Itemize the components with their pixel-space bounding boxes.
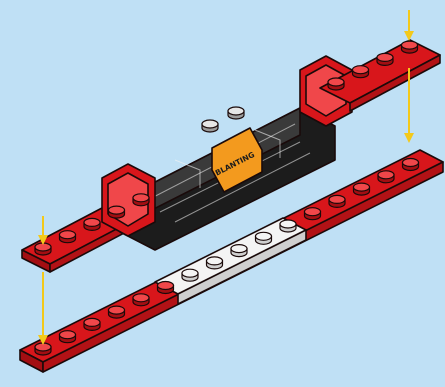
lower-stud — [378, 171, 394, 183]
lower-stud — [354, 183, 370, 195]
lower-stud — [403, 159, 419, 171]
grey-stud — [228, 107, 244, 119]
lower-stud — [256, 232, 272, 244]
grey-stud — [202, 120, 218, 132]
upper-left-stud — [60, 231, 76, 243]
lower-stud — [207, 257, 223, 269]
upper-left-stud — [35, 243, 51, 255]
lower-stud — [109, 306, 125, 318]
upper-left-stud — [109, 206, 125, 218]
lower-stud — [35, 343, 51, 355]
lower-stud — [182, 269, 198, 281]
upper-brick-assembly: BLANTING — [22, 40, 440, 272]
lower-stud — [305, 208, 321, 220]
upper-right-stud — [353, 66, 369, 78]
lower-stud — [60, 331, 76, 343]
lower-stud — [280, 220, 296, 232]
upper-left-stud — [133, 194, 149, 206]
upper-right-stud — [402, 41, 418, 53]
lower-stud — [133, 294, 149, 306]
upper-right-stud — [328, 78, 344, 90]
lower-stud — [231, 245, 247, 257]
lower-stud — [84, 318, 100, 330]
lower-stud — [329, 195, 345, 207]
upper-right-stud — [377, 53, 393, 65]
lower-stud — [158, 282, 174, 294]
upper-left-stud — [84, 218, 100, 230]
